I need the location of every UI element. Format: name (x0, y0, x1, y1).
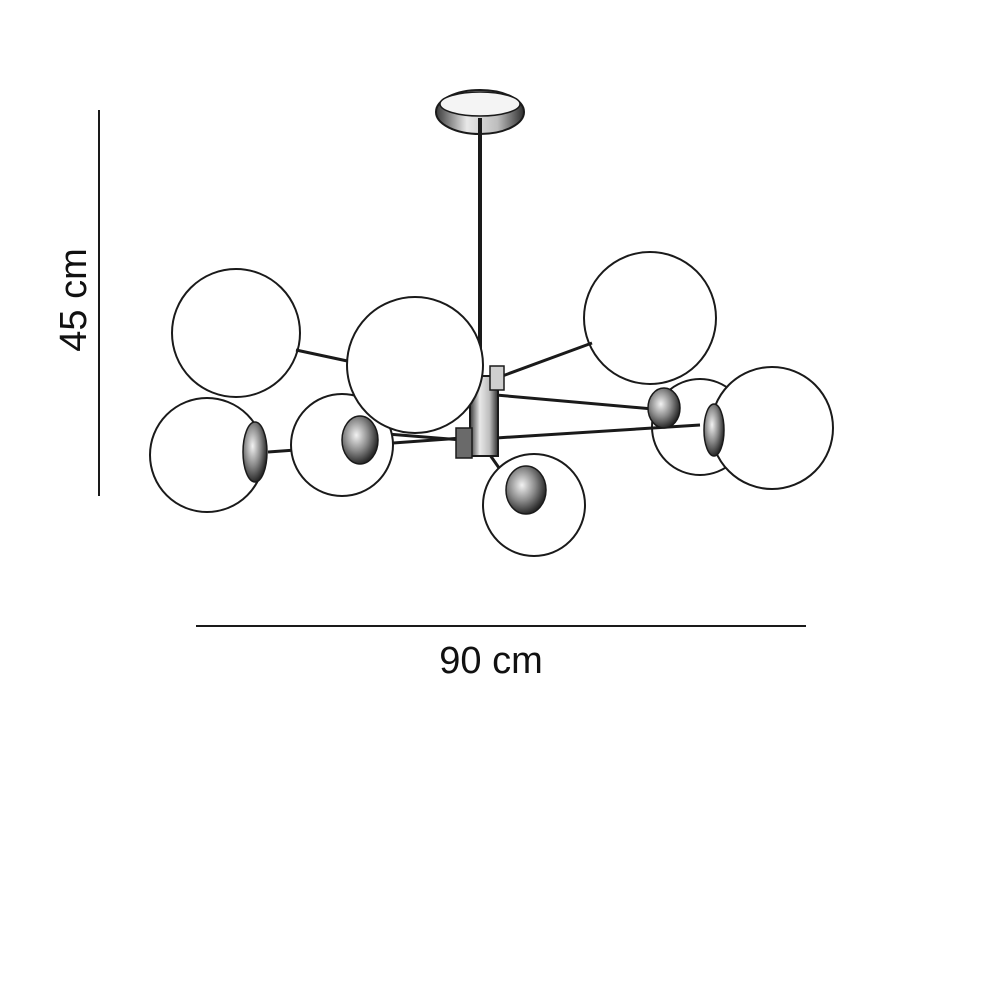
height-dimension-label: 45 cm (53, 248, 95, 352)
lamp-holders (242, 387, 725, 515)
width-dimension-label: 90 cm (439, 640, 543, 682)
globe-back-left (171, 268, 301, 398)
height-dimension-line (98, 110, 100, 496)
central-hub (455, 365, 505, 459)
width-dimension-line (196, 625, 806, 627)
globe-front-right (710, 366, 834, 490)
globe-center-top (346, 296, 484, 434)
ceiling-canopy (435, 89, 525, 135)
globe-back-right (583, 251, 717, 385)
